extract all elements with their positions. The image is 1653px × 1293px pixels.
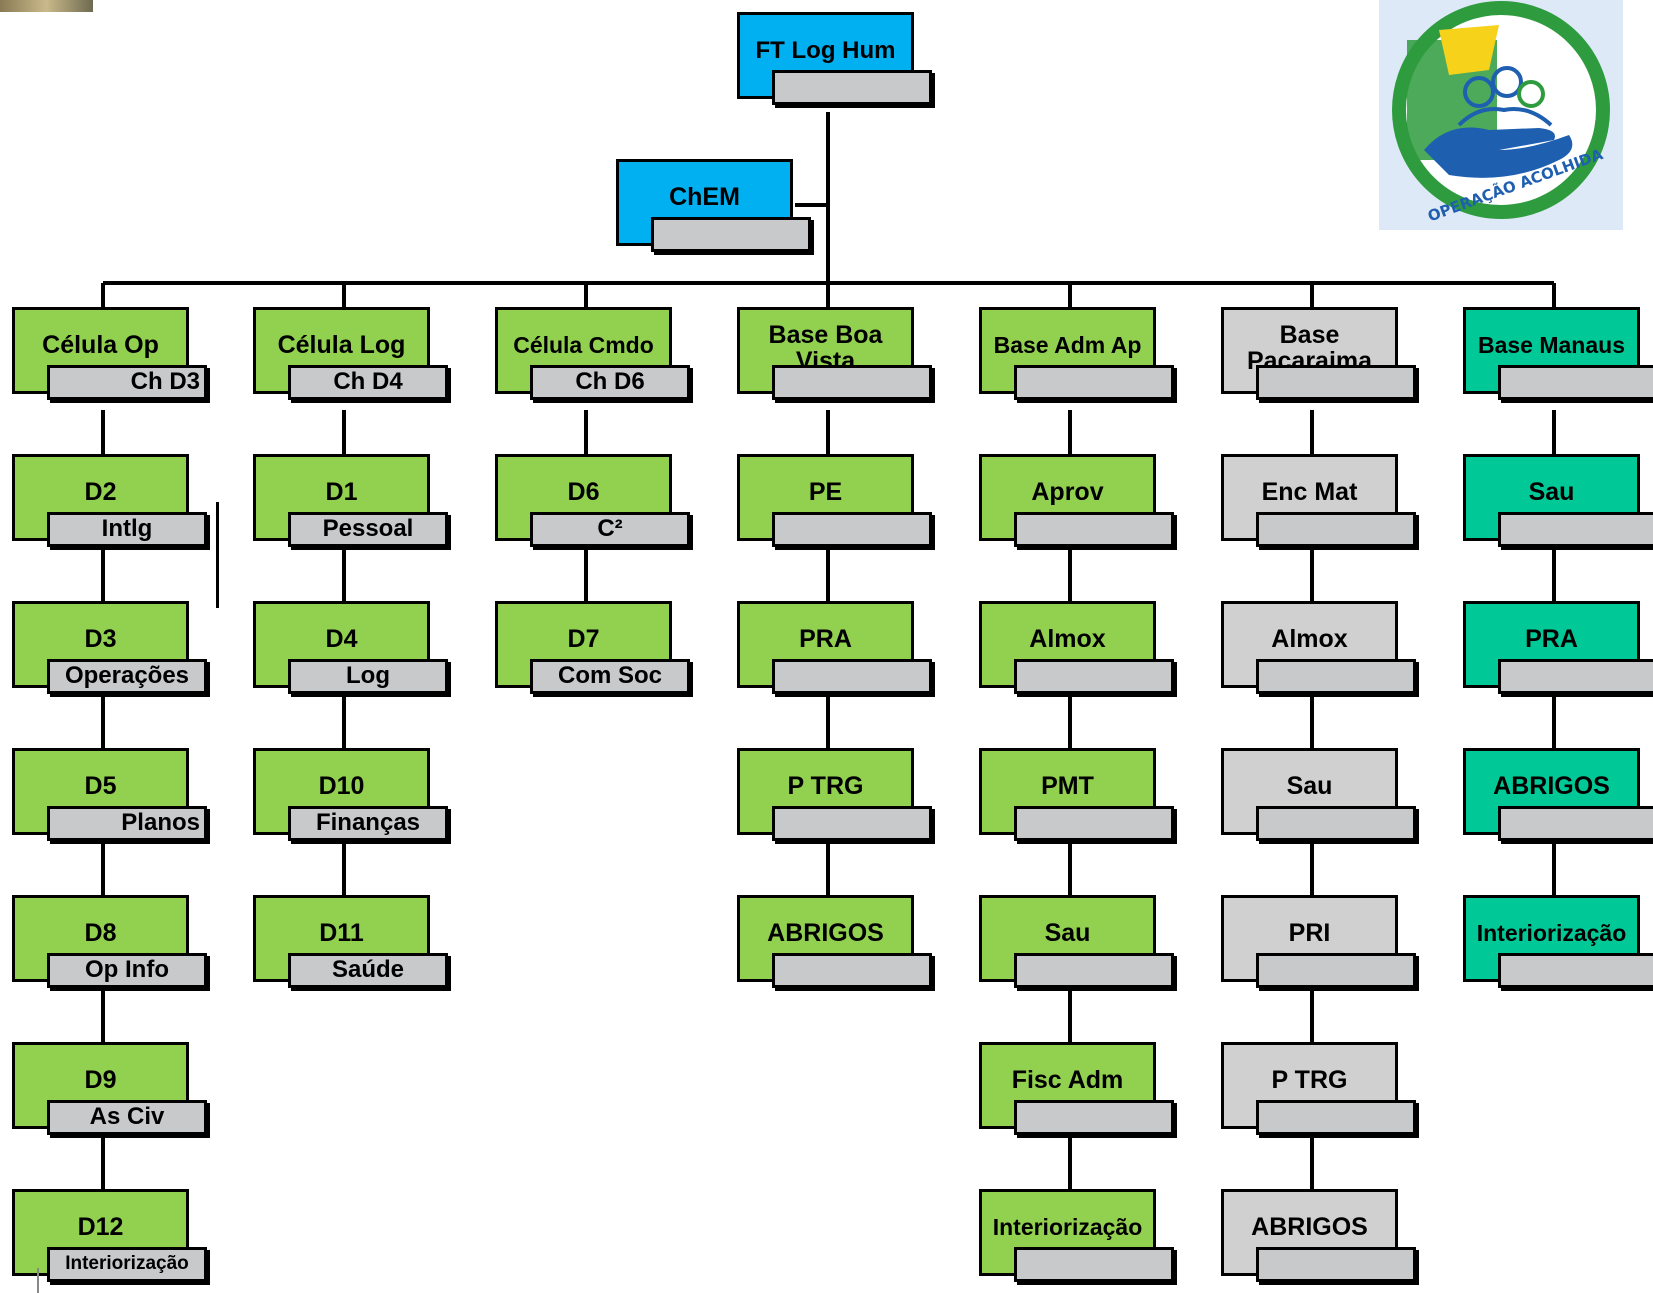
- unit-tag: [1014, 365, 1174, 400]
- unit-tag: [1014, 659, 1174, 694]
- column-header-base-manaus: Base Manaus: [1463, 307, 1653, 400]
- unit-almox: Almox: [1221, 601, 1416, 694]
- unit-enc-mat: Enc Mat: [1221, 454, 1416, 547]
- unit-tag: [1256, 1100, 1416, 1135]
- unit-tag: [772, 365, 932, 400]
- unit-tag: [1256, 365, 1416, 400]
- unit-tag: [1014, 953, 1174, 988]
- unit-fisc-adm: Fisc Adm: [979, 1042, 1174, 1135]
- unit-pra: PRA: [737, 601, 932, 694]
- unit-interiorizacao: Interiorização: [1463, 895, 1653, 988]
- unit-tag: [1498, 806, 1653, 841]
- unit-tag: [1014, 1247, 1174, 1282]
- unit-label: Enc Mat: [1221, 454, 1398, 541]
- unit-tag: [772, 806, 932, 841]
- unit-tag: Pessoal: [288, 512, 448, 547]
- corner-photo: [0, 0, 93, 12]
- unit-tag: Intlg: [47, 512, 207, 547]
- unit-tag: [772, 512, 932, 547]
- unit-abrigos: ABRIGOS: [737, 895, 932, 988]
- unit-p-trg: P TRG: [1221, 1042, 1416, 1135]
- unit-pri: PRI: [1221, 895, 1416, 988]
- unit-p-trg: P TRG: [737, 748, 932, 841]
- unit-aprov: Aprov: [979, 454, 1174, 547]
- unit-tag: Interiorização: [47, 1247, 207, 1282]
- unit-tag: Op Info: [47, 953, 207, 988]
- unit-ft-log-hum: FT Log Hum: [737, 12, 932, 105]
- unit-tag: As Civ: [47, 1100, 207, 1135]
- unit-pra: PRA: [1463, 601, 1653, 694]
- unit-tag: Log: [288, 659, 448, 694]
- unit-tag: [772, 953, 932, 988]
- unit-tag: [1498, 365, 1653, 400]
- unit-tag: [1498, 512, 1653, 547]
- column-header-base-adm-ap: Base Adm Ap: [979, 307, 1174, 400]
- unit-label: P TRG: [737, 748, 914, 835]
- unit-sau: Sau: [1463, 454, 1653, 547]
- unit-tag: [1256, 659, 1416, 694]
- unit-abrigos: ABRIGOS: [1221, 1189, 1416, 1282]
- unit-pe: PE: [737, 454, 932, 547]
- unit-tag: Ch D4: [288, 365, 448, 400]
- unit-tag: [651, 217, 811, 252]
- unit-tag: [772, 70, 932, 105]
- unit-tag: [1014, 512, 1174, 547]
- unit-almox: Almox: [979, 601, 1174, 694]
- unit-tag: Operações: [47, 659, 207, 694]
- unit-interiorizacao: Interiorização: [979, 1189, 1174, 1282]
- unit-sau: Sau: [1221, 748, 1416, 841]
- unit-tag: [772, 659, 932, 694]
- unit-tag: [1498, 659, 1653, 694]
- unit-tag: [1256, 806, 1416, 841]
- operacao-acolhida-logo: OPERAÇÃO ACOLHIDA: [1379, 0, 1623, 230]
- unit-tag: Com Soc: [530, 659, 690, 694]
- column-header-base-boa-vista: Base Boa Vista: [737, 307, 932, 400]
- unit-tag: [1498, 953, 1653, 988]
- unit-tag: Finanças: [288, 806, 448, 841]
- unit-tag: C²: [530, 512, 690, 547]
- unit-chem: ChEM: [616, 159, 811, 252]
- unit-pmt: PMT: [979, 748, 1174, 841]
- unit-tag: Planos: [47, 806, 207, 841]
- unit-tag: [1014, 806, 1174, 841]
- unit-tag: [1256, 512, 1416, 547]
- unit-tag: [1256, 953, 1416, 988]
- separator-line: [216, 502, 219, 608]
- unit-tag: Ch D6: [530, 365, 690, 400]
- unit-label: P TRG: [1221, 1042, 1398, 1129]
- logo-emblem-icon: OPERAÇÃO ACOLHIDA: [1392, 1, 1610, 225]
- unit-tag: Ch D3: [47, 365, 207, 400]
- unit-tag: Saúde: [288, 953, 448, 988]
- unit-abrigos: ABRIGOS: [1463, 748, 1653, 841]
- unit-tag: [1256, 1247, 1416, 1282]
- unit-sau: Sau: [979, 895, 1174, 988]
- footer-tick: [37, 1268, 39, 1293]
- unit-tag: [1014, 1100, 1174, 1135]
- column-header-base-pacaraima: Base Pacaraima: [1221, 307, 1416, 400]
